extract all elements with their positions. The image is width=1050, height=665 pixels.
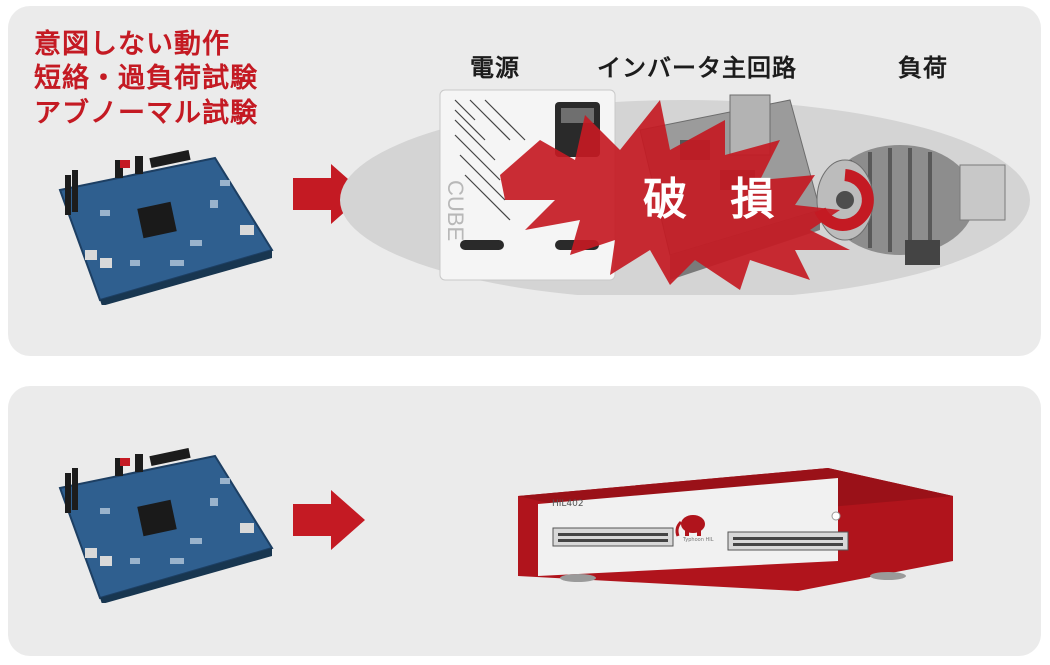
controller-board-top (58, 150, 274, 305)
label-inverter-circuit: インバータ主回路 (597, 54, 797, 82)
label-load: 負荷 (898, 54, 948, 82)
hil-simulator (518, 468, 953, 591)
label-power-supply: 電源 (470, 54, 520, 82)
headline-line-1: 意図しない動作 (34, 29, 230, 60)
svg-text:CUBE: CUBE (443, 180, 468, 241)
right-arrow-icon (293, 490, 365, 550)
headline-line-2: 短絡・過負荷試験 (34, 63, 258, 94)
hardware-scene: CUBE (340, 89, 1030, 295)
elephant-icon (675, 515, 705, 537)
explosion-burst (500, 100, 850, 290)
damage-label: 破 損 (643, 174, 789, 225)
controller-board-bottom (58, 448, 274, 603)
device-brand-label: Typhoon HIL (683, 537, 714, 543)
explosion-swirl (814, 169, 874, 231)
device-model-label: HIL402 (552, 499, 584, 509)
headline-line-3: アブノーマル試験 (34, 98, 258, 129)
